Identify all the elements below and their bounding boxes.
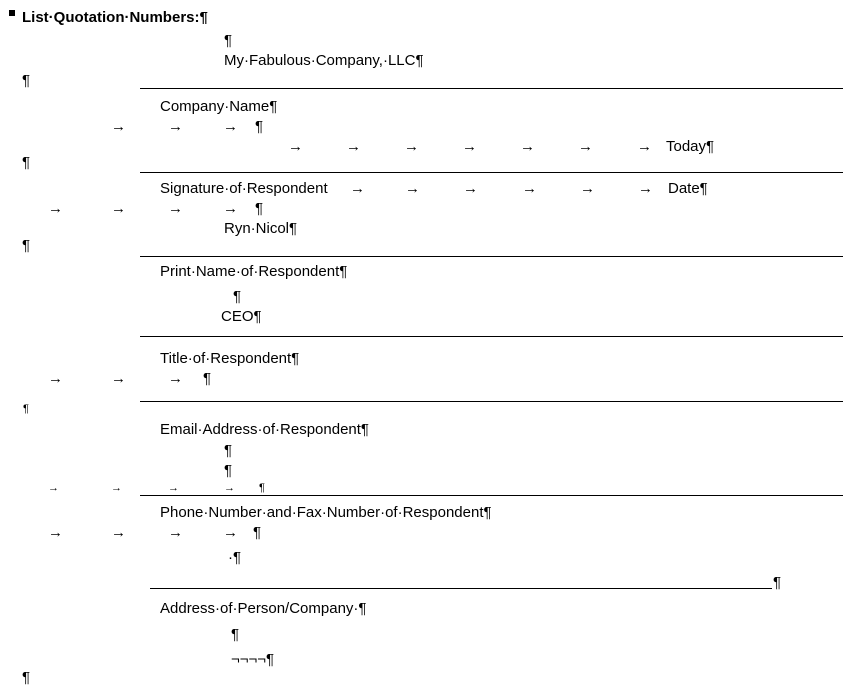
tab-mark: → xyxy=(288,138,303,155)
tab-mark: → xyxy=(223,118,238,135)
today-value[interactable]: Today¶ xyxy=(666,138,715,155)
field-label-phone[interactable]: Phone·Number·and·Fax·Number·of·Responden… xyxy=(160,504,492,521)
respondent-title-value[interactable]: CEO¶ xyxy=(221,308,262,325)
pilcrow-mark: ¶ xyxy=(231,626,240,643)
signature-rule-line xyxy=(140,256,843,257)
tab-mark: → xyxy=(168,370,183,387)
field-label-company-name[interactable]: Company·Name¶ xyxy=(160,98,278,115)
tab-mark: → xyxy=(48,482,59,494)
pilcrow-mark: ¶ xyxy=(203,370,212,387)
field-label-email[interactable]: Email·Address·of·Respondent¶ xyxy=(160,421,369,438)
tab-mark: → xyxy=(463,180,478,197)
tab-mark: → xyxy=(168,524,183,541)
pilcrow-mark: ¶ xyxy=(253,524,262,541)
tab-mark: → xyxy=(224,482,235,494)
pilcrow-mark: ¶ xyxy=(224,32,233,49)
tab-mark: → xyxy=(520,138,535,155)
field-label-print-name[interactable]: Print·Name·of·Respondent¶ xyxy=(160,263,348,280)
tab-mark: → xyxy=(48,524,63,541)
tab-mark: → xyxy=(223,200,238,217)
signature-rule-line xyxy=(140,495,843,496)
field-label-date[interactable]: Date¶ xyxy=(668,180,708,197)
tab-mark: → xyxy=(462,138,477,155)
tab-mark: → xyxy=(111,482,122,494)
pilcrow-mark: ¶ xyxy=(233,288,242,305)
tab-mark: → xyxy=(404,138,419,155)
tab-mark: → xyxy=(578,138,593,155)
field-label-signature[interactable]: Signature·of·Respondent xyxy=(160,180,328,197)
tab-mark: → xyxy=(111,524,126,541)
optional-hyphen-marks: ¬¬¬¬¶ xyxy=(231,651,275,668)
tab-mark: → xyxy=(405,180,420,197)
pilcrow-mark: ¶ xyxy=(22,237,31,254)
underscore-fill-in-line[interactable] xyxy=(150,575,772,589)
pilcrow-mark: ¶ xyxy=(224,462,233,479)
tab-mark: → xyxy=(637,138,652,155)
pilcrow-mark: ¶ xyxy=(259,482,265,494)
tab-mark: → xyxy=(168,200,183,217)
pilcrow-mark: ¶ xyxy=(22,669,31,686)
tab-mark: → xyxy=(350,180,365,197)
field-label-address[interactable]: Address·of·Person/Company·¶ xyxy=(160,600,367,617)
pilcrow-mark: ¶ xyxy=(23,403,29,415)
tab-mark: → xyxy=(48,370,63,387)
tab-mark: → xyxy=(48,200,63,217)
tab-mark: → xyxy=(223,524,238,541)
tab-mark: → xyxy=(638,180,653,197)
tab-mark: → xyxy=(580,180,595,197)
pilcrow-mark: ¶ xyxy=(22,154,31,171)
pilcrow-mark: ¶ xyxy=(22,72,31,89)
list-bullet-square xyxy=(9,10,15,16)
signature-rule-line xyxy=(140,336,843,337)
tab-mark: → xyxy=(522,180,537,197)
tab-mark: → xyxy=(168,482,179,494)
signature-rule-line xyxy=(140,401,843,402)
signature-rule-line xyxy=(140,88,843,89)
signature-rule-line xyxy=(140,172,843,173)
tab-mark: → xyxy=(346,138,361,155)
tab-mark: → xyxy=(111,118,126,135)
pilcrow-mark: ¶ xyxy=(255,118,264,135)
field-label-title[interactable]: Title·of·Respondent¶ xyxy=(160,350,300,367)
pilcrow-mark: ¶ xyxy=(773,574,782,591)
tab-mark: → xyxy=(111,370,126,387)
tab-mark: → xyxy=(168,118,183,135)
respondent-name-value[interactable]: Ryn·Nicol¶ xyxy=(224,220,298,237)
dot-pilcrow-mark: ·¶ xyxy=(228,549,242,566)
heading-text[interactable]: List·Quotation·Numbers:¶ xyxy=(22,9,208,26)
pilcrow-mark: ¶ xyxy=(224,442,233,459)
pilcrow-mark: ¶ xyxy=(255,200,264,217)
company-value[interactable]: My·Fabulous·Company,·LLC¶ xyxy=(224,52,424,69)
tab-mark: → xyxy=(111,200,126,217)
